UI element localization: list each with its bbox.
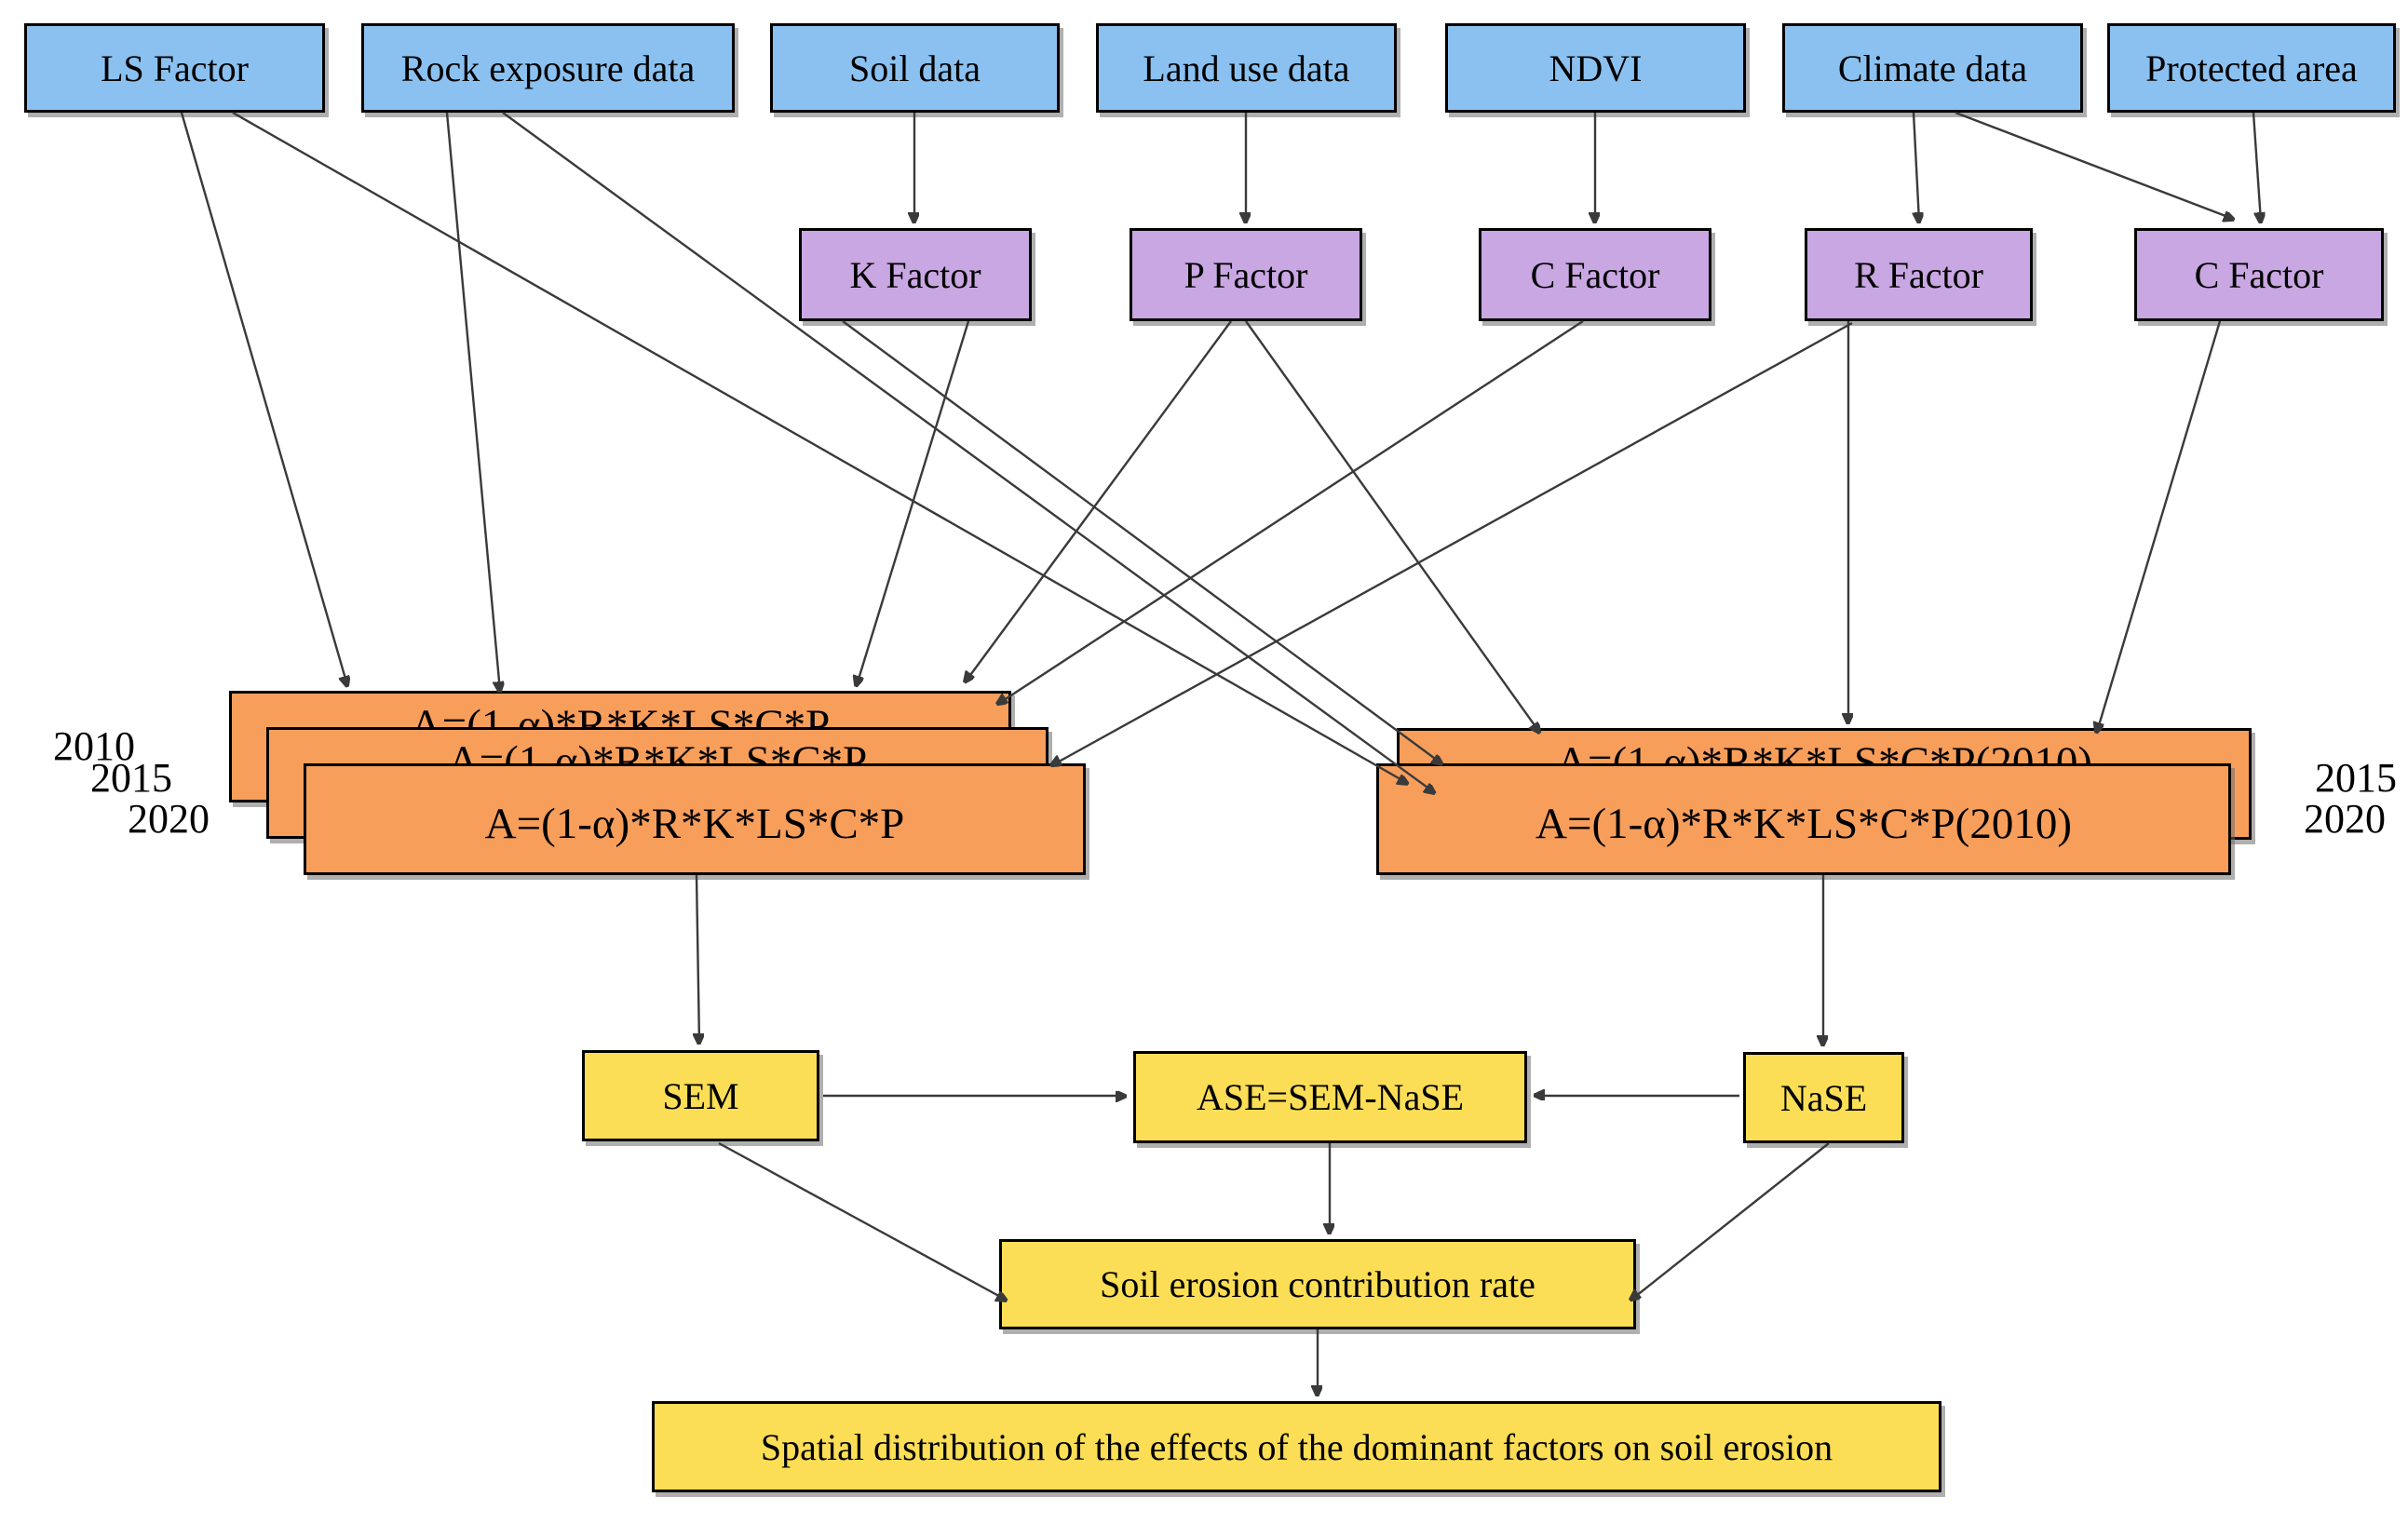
- r-factor-box: R Factor: [1805, 228, 2033, 321]
- c-factor-protected-label: C Factor: [2194, 253, 2324, 296]
- ndvi-box: NDVI: [1445, 23, 1746, 113]
- rusle-2020-box: A=(1-α)*R*K*LS*C*P: [304, 763, 1086, 875]
- rock-exposure-data-box: Rock exposure data: [361, 23, 735, 113]
- land-use-data-box: Land use data: [1096, 23, 1397, 113]
- arrow-climate-to-r: [1914, 112, 1919, 222]
- ase-box: ASE=SEM-NaSE: [1133, 1051, 1527, 1143]
- contribution-rate-label: Soil erosion contribution rate: [1100, 1263, 1535, 1305]
- year-left-2015: 2015: [90, 755, 172, 801]
- arrow-k-to-left-eq: [857, 320, 970, 685]
- ase-label: ASE=SEM-NaSE: [1196, 1076, 1464, 1118]
- arrow-rock-to-left-eq: [445, 112, 500, 691]
- protected-area-box: Protected area: [2107, 23, 2396, 113]
- arrow-r-to-left-eq: [1052, 321, 1853, 765]
- arrow-sem-to-rate: [718, 1141, 1006, 1300]
- arrow-ls-to-right-eq: [232, 111, 1407, 783]
- contribution-rate-box: Soil erosion contribution rate: [999, 1239, 1636, 1329]
- r-factor-label: R Factor: [1854, 253, 1983, 296]
- arrow-p-to-left-eq: [966, 320, 1232, 681]
- year-left-2010: 2010: [53, 723, 135, 769]
- arrow-c1-to-left-eq: [998, 319, 1584, 704]
- arrow-c2-to-right-eq: [2097, 320, 2222, 732]
- rusle-fixedp-2020-label: A=(1-α)*R*K*LS*C*P(2010): [1535, 800, 2072, 848]
- arrow-ls-to-left-eq: [180, 112, 347, 685]
- year-left-2020: 2020: [128, 796, 210, 842]
- k-factor-label: K Factor: [849, 253, 981, 296]
- nase-box: NaSE: [1743, 1052, 1904, 1143]
- sem-box: SEM: [582, 1050, 819, 1141]
- c-factor-protected-box: C Factor: [2134, 228, 2384, 321]
- rusle-fixedp-2020-box: A=(1-α)*R*K*LS*C*P(2010): [1376, 763, 2231, 875]
- arrow-nase-to-rate: [1631, 1142, 1830, 1300]
- climate-data-box: Climate data: [1782, 23, 2083, 113]
- p-factor-box: P Factor: [1130, 228, 1362, 321]
- ndvi-label: NDVI: [1549, 47, 1643, 89]
- protected-area-label: Protected area: [2145, 47, 2358, 89]
- arrow-climate-to-c2: [1955, 111, 2233, 219]
- land-use-data-label: Land use data: [1143, 47, 1350, 89]
- arrow-protected-to-c2: [2252, 112, 2261, 222]
- rusle-2020-label: A=(1-α)*R*K*LS*C*P: [484, 800, 905, 848]
- year-right-2015: 2015: [2315, 755, 2397, 801]
- climate-data-label: Climate data: [1837, 47, 2028, 89]
- spatial-distribution-box: Spatial distribution of the effects of t…: [652, 1401, 1941, 1492]
- arrow-p-to-right-eq: [1245, 320, 1539, 732]
- spatial-distribution-label: Spatial distribution of the effects of t…: [760, 1425, 1833, 1468]
- p-factor-label: P Factor: [1184, 253, 1308, 296]
- ls-factor-box: LS Factor: [24, 23, 325, 113]
- ls-factor-label: LS Factor: [101, 47, 249, 89]
- soil-data-label: Soil data: [848, 47, 981, 89]
- sem-label: SEM: [662, 1074, 739, 1117]
- nase-label: NaSE: [1779, 1076, 1868, 1119]
- c-factor-ndvi-box: C Factor: [1479, 228, 1711, 321]
- rock-exposure-data-label: Rock exposure data: [400, 47, 696, 89]
- year-right-2020: 2020: [2304, 796, 2386, 842]
- c-factor-ndvi-label: C Factor: [1530, 253, 1660, 296]
- arrow-left-eq-to-sem: [697, 874, 699, 1043]
- soil-data-box: Soil data: [770, 23, 1060, 113]
- k-factor-box: K Factor: [799, 228, 1032, 321]
